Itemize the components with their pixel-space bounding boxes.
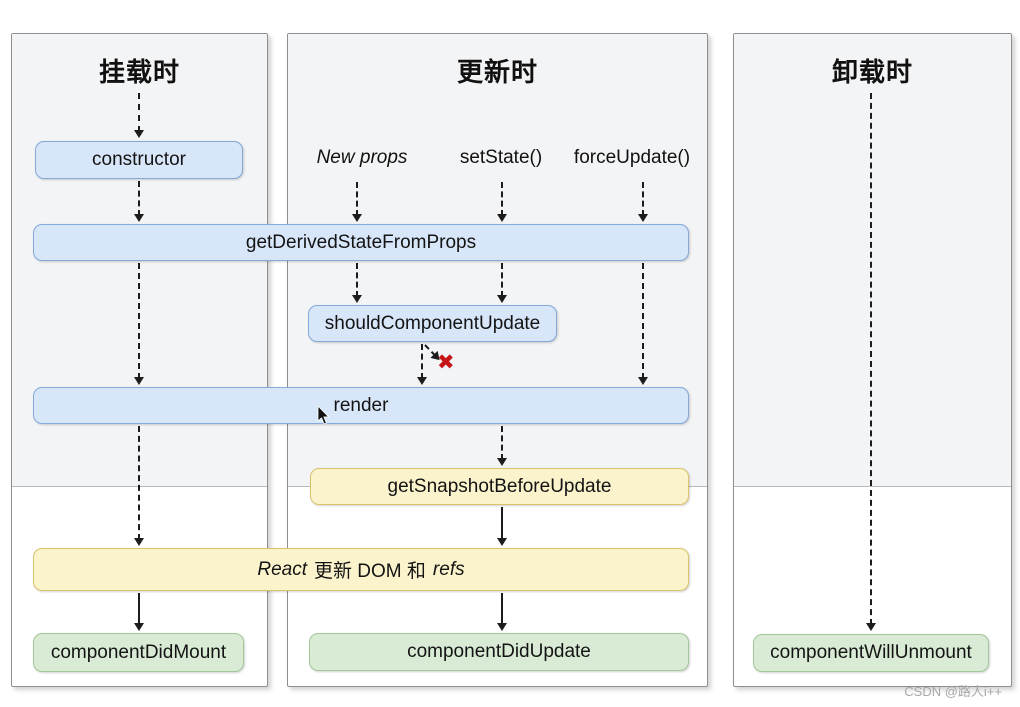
mouse-cursor-icon bbox=[317, 406, 330, 425]
arrow-gdsfp-to-render-force bbox=[637, 263, 649, 385]
unmounting-render-phase-section bbox=[734, 34, 1011, 487]
node-constructor: constructor bbox=[35, 141, 243, 179]
false-x-icon: ✖ bbox=[437, 351, 455, 374]
arrow-setstate-to-gdsfp bbox=[496, 182, 508, 222]
arrow-mounting-to-constructor bbox=[133, 93, 145, 138]
node-react-updates-dom: React 更新 DOM 和 refs bbox=[33, 548, 689, 591]
node-get-snapshot-before-update: getSnapshotBeforeUpdate bbox=[310, 468, 689, 505]
watermark: CSDN @路人i++ bbox=[904, 684, 1002, 699]
arrow-gdsfp-to-render-mount bbox=[133, 263, 145, 385]
panel-title-mounting: 挂载时 bbox=[98, 57, 180, 87]
arrow-unmounting-to-willunmount bbox=[865, 93, 877, 631]
trigger-set-state: setState() bbox=[459, 147, 543, 168]
trigger-force-update: forceUpdate() bbox=[573, 147, 691, 168]
refs-word: refs bbox=[432, 558, 465, 580]
panel-title-unmounting: 卸载时 bbox=[831, 57, 913, 87]
react-word: React bbox=[257, 558, 308, 580]
arrow-newprops-to-gdsfp bbox=[351, 182, 363, 222]
arrow-gsbu-to-reactupdate bbox=[496, 507, 508, 546]
node-component-will-unmount: componentWillUnmount bbox=[753, 634, 989, 672]
node-should-component-update: shouldComponentUpdate bbox=[308, 305, 557, 342]
arrow-gdsfp-to-scu-right bbox=[496, 263, 508, 303]
node-component-did-update: componentDidUpdate bbox=[309, 633, 689, 671]
arrow-scu-to-render bbox=[416, 344, 428, 385]
panel-unmounting: 卸载时 bbox=[733, 33, 1012, 687]
panel-title-updating: 更新时 bbox=[456, 57, 538, 87]
trigger-new-props: New props bbox=[316, 147, 408, 168]
arrow-render-to-gsbu bbox=[496, 426, 508, 466]
node-get-derived-state-from-props: getDerivedStateFromProps bbox=[33, 224, 689, 261]
node-render: render bbox=[33, 387, 689, 424]
arrow-render-to-reactupdate bbox=[133, 426, 145, 546]
arrow-reactupdate-to-didmount bbox=[133, 593, 145, 631]
arrow-forceupdate-to-gdsfp bbox=[637, 182, 649, 222]
arrow-constructor-to-gdsfp bbox=[133, 181, 145, 222]
arrow-gdsfp-to-scu-left bbox=[351, 263, 363, 303]
updates-dom-text: 更新 DOM 和 bbox=[314, 561, 426, 582]
node-component-did-mount: componentDidMount bbox=[33, 633, 244, 672]
arrow-reactupdate-to-didupdate bbox=[496, 593, 508, 631]
